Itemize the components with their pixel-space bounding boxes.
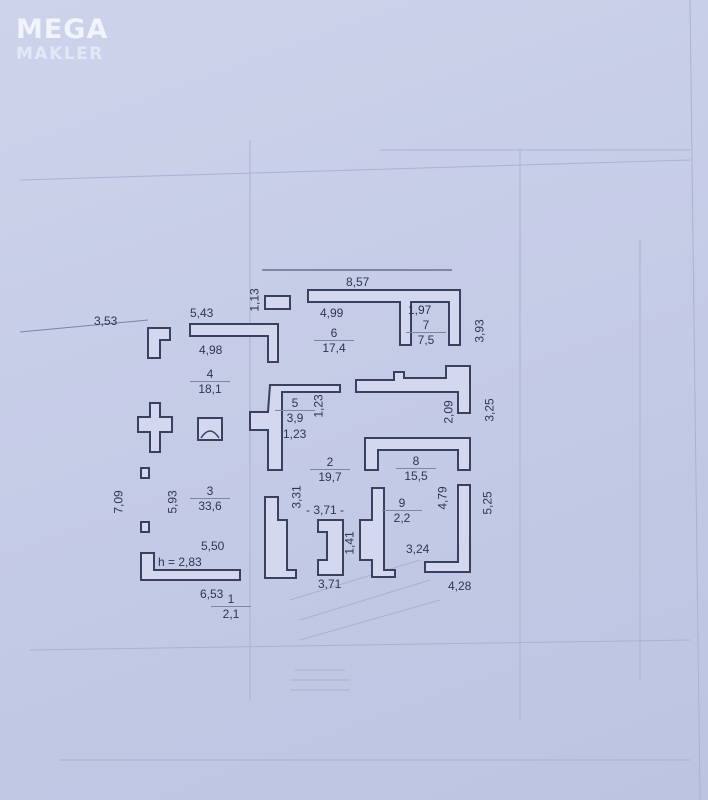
room-number: 5 <box>275 396 315 411</box>
window-post <box>140 521 150 533</box>
wall-room5 <box>249 384 341 471</box>
wall-room4-top-right <box>189 323 279 363</box>
dim-209: 2,09 <box>441 400 456 424</box>
room-area: 7,5 <box>417 333 435 347</box>
logo-text-makler: MAKLER <box>16 44 104 64</box>
wall-room9-right <box>424 484 471 573</box>
faint-background-lines <box>19 0 701 800</box>
dim-857: 8,57 <box>346 275 370 289</box>
room-number: 2 <box>310 455 350 470</box>
dim-353: 3,53 <box>94 314 118 328</box>
room-area: 17,4 <box>322 341 346 355</box>
dim-653: 6,53 <box>200 587 224 601</box>
dim-325: 3,25 <box>482 398 497 422</box>
room-number: 7 <box>406 318 446 333</box>
wall-room4-top <box>147 327 171 359</box>
room-number: 1 <box>211 592 251 607</box>
dim-543: 5,43 <box>190 306 214 320</box>
dim-324: 3,24 <box>406 542 430 556</box>
room-area: 15,5 <box>404 469 428 483</box>
dim-123-horizontal: 1,23 <box>283 427 307 441</box>
logo-text-mega: MEGA <box>16 14 109 45</box>
room-area: 18,1 <box>198 382 222 396</box>
room-number: 3 <box>190 484 230 499</box>
dim-197: 1,97 <box>408 303 432 317</box>
room-area: 2,1 <box>222 607 240 621</box>
room-area: 3,9 <box>286 411 304 425</box>
room-area: 19,7 <box>318 470 342 484</box>
stove-arc <box>200 430 220 439</box>
room-area: 2,2 <box>393 511 411 525</box>
room-number: 8 <box>396 454 436 469</box>
dim-393: 3,93 <box>472 319 487 343</box>
dim-371-middle: - 3,71 - <box>306 503 345 517</box>
walls <box>137 289 471 581</box>
wall-entrance <box>264 496 297 579</box>
dim-550: 5,50 <box>201 539 225 553</box>
dim-428: 4,28 <box>448 579 472 593</box>
dim-371: 3,71 <box>318 577 342 591</box>
wall-room9-left <box>359 487 396 578</box>
room-area: 33,6 <box>198 499 222 513</box>
megamakler-logo: MEGA MAKLER <box>16 14 109 65</box>
wall-bottom-left <box>140 552 241 581</box>
ceiling-height: h = 2,83 <box>158 555 202 569</box>
dim-479: 4,79 <box>435 486 450 510</box>
dim-709: 7,09 <box>111 490 126 514</box>
window-post <box>140 467 150 479</box>
room-number: 4 <box>190 367 230 382</box>
wall-small-top <box>264 295 291 310</box>
room-number: 9 <box>382 496 422 511</box>
dim-141: 1,41 <box>342 531 357 555</box>
dim-525: 5,25 <box>480 491 495 515</box>
room-number: 6 <box>314 326 354 341</box>
column-cross <box>137 402 173 453</box>
dim-498: 4,98 <box>199 343 223 357</box>
dim-499: 4,99 <box>320 306 344 320</box>
wall-entrance-block <box>317 519 344 576</box>
wall-room8 <box>364 437 471 471</box>
dim-123-vertical: 1,23 <box>311 394 326 418</box>
wall-middle <box>355 365 471 414</box>
dim-113: 1,13 <box>247 288 262 312</box>
wall-room6-top <box>307 289 461 346</box>
dim-593: 5,93 <box>165 490 180 514</box>
dimension-line-353 <box>19 319 149 333</box>
dim-331: 3,31 <box>289 485 304 509</box>
